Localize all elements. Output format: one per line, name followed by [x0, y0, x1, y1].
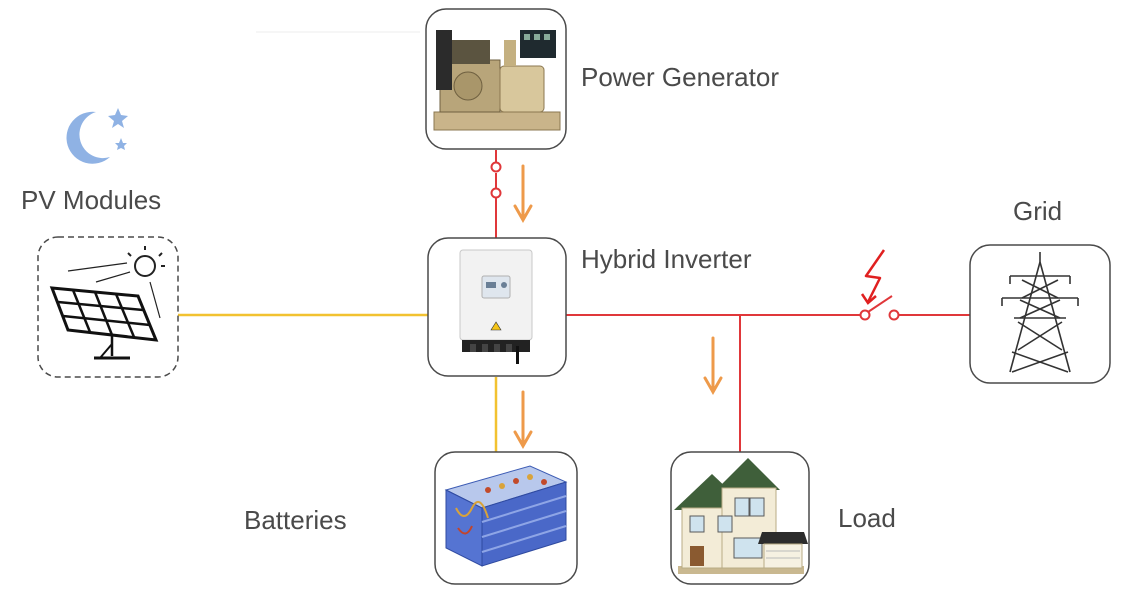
- flow-arrow-load: [703, 336, 723, 396]
- diesel-generator-icon: [433, 30, 561, 131]
- hybrid-inverter-box: [427, 237, 567, 377]
- pv-module-box: [37, 236, 179, 378]
- lightning-bolt-icon: [860, 249, 886, 305]
- hybrid-inverter-label: Hybrid Inverter: [581, 244, 752, 274]
- batteries-box: [434, 451, 578, 585]
- transmission-tower-icon: [1001, 252, 1079, 373]
- grid-label: Grid: [1013, 196, 1063, 226]
- battery-pack-icon: [444, 465, 568, 567]
- generator-link: [490, 150, 502, 238]
- grid-box: [969, 244, 1111, 384]
- power-generator-label: Power Generator: [581, 62, 779, 92]
- load-box: [670, 451, 810, 585]
- flow-arrow-generator: [513, 164, 533, 224]
- power-generator-box: [425, 8, 567, 150]
- pv-modules-label: PV Modules: [21, 185, 162, 215]
- batteries-label: Batteries: [244, 505, 347, 535]
- flow-arrow-battery: [513, 390, 533, 450]
- grid-link: [566, 295, 970, 321]
- house-icon: [674, 458, 808, 574]
- solar-panel-icon: [49, 246, 165, 360]
- inverter-icon: [459, 249, 533, 364]
- moon-stars-icon: [66, 108, 128, 164]
- load-label: Load: [838, 503, 896, 533]
